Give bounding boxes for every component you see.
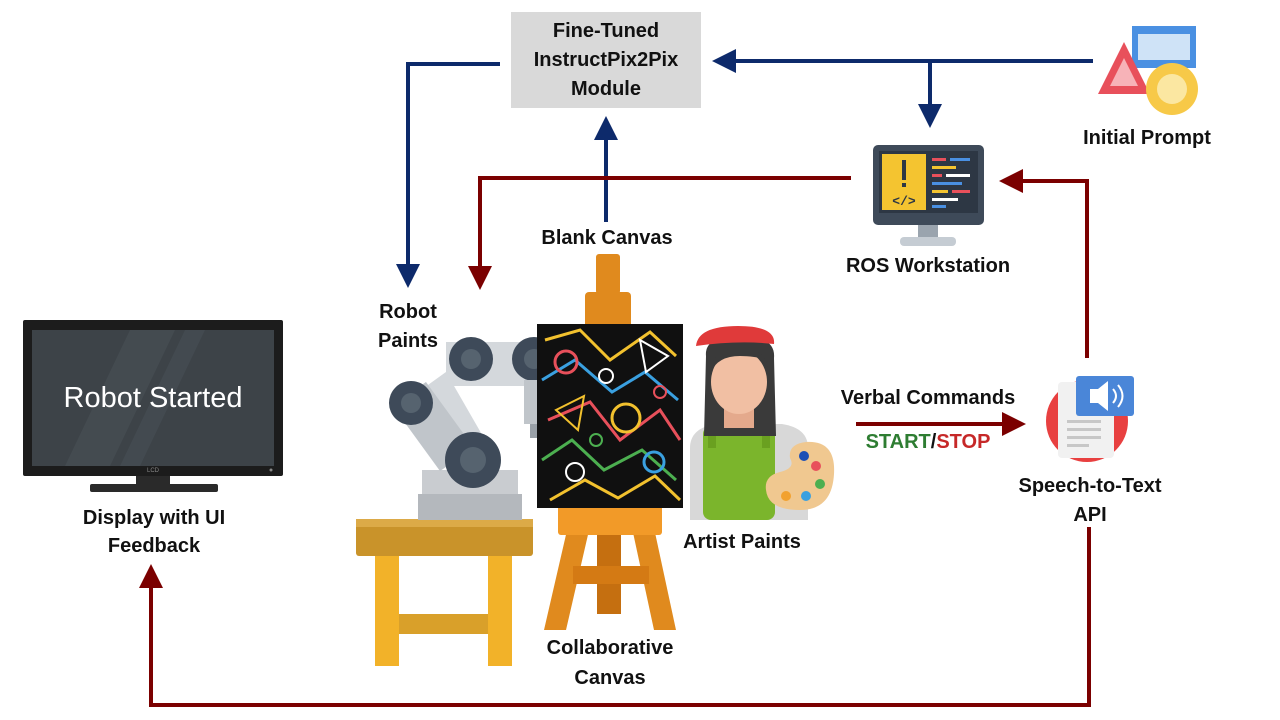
- start-command: START: [865, 431, 931, 453]
- robot-arm-icon: [389, 337, 556, 520]
- verbal-commands-label: Verbal Commands: [840, 387, 1016, 409]
- speech-to-text-label-2: API: [1073, 504, 1107, 526]
- display-label-2: Feedback: [107, 535, 201, 557]
- arrow-speech-to-ros: [999, 169, 1089, 358]
- module-line-3: Module: [571, 77, 641, 100]
- robot-paints-label-1: Robot: [379, 301, 437, 323]
- instructpix2pix-module: Fine-Tuned InstructPix2Pix Module: [511, 12, 701, 108]
- palette-icon: [765, 441, 835, 510]
- svg-text:</>: </>: [892, 194, 916, 209]
- stool-icon: [356, 519, 533, 666]
- display-label-1: Display with UI: [82, 507, 226, 529]
- collaborative-canvas-label-2: Canvas: [574, 667, 646, 689]
- arrow-speech-to-display: [139, 527, 1091, 707]
- painting-icon: [537, 324, 683, 508]
- initial-prompt-label: Initial Prompt: [1083, 127, 1211, 149]
- module-line-2: InstructPix2Pix: [533, 48, 679, 71]
- screen-brand: LCD: [147, 468, 160, 474]
- artist-icon: [690, 326, 808, 520]
- speech-to-text-icon: [1046, 376, 1134, 462]
- screen-status-text: Robot Started: [63, 381, 243, 414]
- ros-workstation-label: ROS Workstation: [845, 255, 1011, 277]
- arrow-ros-to-robot: [468, 176, 851, 290]
- blank-canvas-label: Blank Canvas: [541, 227, 673, 249]
- stop-command: STOP: [936, 431, 991, 453]
- start-stop-label: START/STOP: [846, 428, 1010, 457]
- robot-paints-label-2: Paints: [377, 330, 439, 352]
- shapes-icon: [1098, 26, 1198, 115]
- arrow-module-to-robot: [396, 62, 500, 288]
- workstation-icon: </>: [873, 145, 984, 246]
- collaborative-canvas-label-1: Collaborative: [546, 637, 674, 659]
- artist-paints-label: Artist Paints: [683, 531, 801, 553]
- command-separator: /: [930, 431, 937, 453]
- easel-icon: [544, 254, 676, 630]
- monitor-icon: LCD: [23, 320, 283, 492]
- module-line-1: Fine-Tuned: [552, 19, 660, 42]
- speech-to-text-label-1: Speech-to-Text: [1018, 475, 1162, 497]
